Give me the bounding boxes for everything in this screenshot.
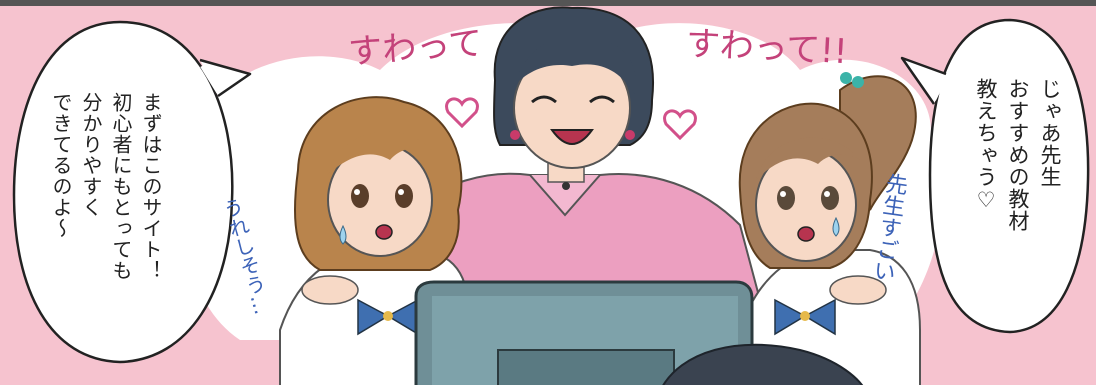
right-student-figure [738,72,921,391]
heart-right [663,109,697,141]
speech-left-line-3: 分かりやすく [79,92,103,218]
panel-bottom-edge [0,385,1096,391]
computer-monitor [414,280,754,391]
heart-left [445,97,479,129]
speech-right-line-1: じゃあ先生 [1038,78,1062,188]
speech-right-line-3: 教えちゃう♡ [974,78,998,213]
teacher-figure [378,6,762,301]
sfx-suwatte-left: すわって [347,23,484,73]
speech-bubble-left: まずはこのサイト！ 初心者にもとっても 分かりやすく できてるのよ〜 [46,92,166,332]
speech-bubble-left-shape [12,20,252,364]
speech-left-line-1: まずはこのサイト！ [139,92,163,281]
speech-left-line-4: できてるのよ〜 [49,92,73,239]
speech-bubble-right: じゃあ先生 おすすめの教材 教えちゃう♡ [970,78,1066,278]
speech-right-line-2: おすすめの教材 [1006,78,1030,232]
speech-bubble-right-shape [900,18,1090,334]
foreground-head [658,343,868,391]
panel-top-border [0,0,1096,6]
sfx-suwatte-right: すわって!! [684,23,849,73]
speech-left-line-2: 初心者にもとっても [109,92,133,281]
